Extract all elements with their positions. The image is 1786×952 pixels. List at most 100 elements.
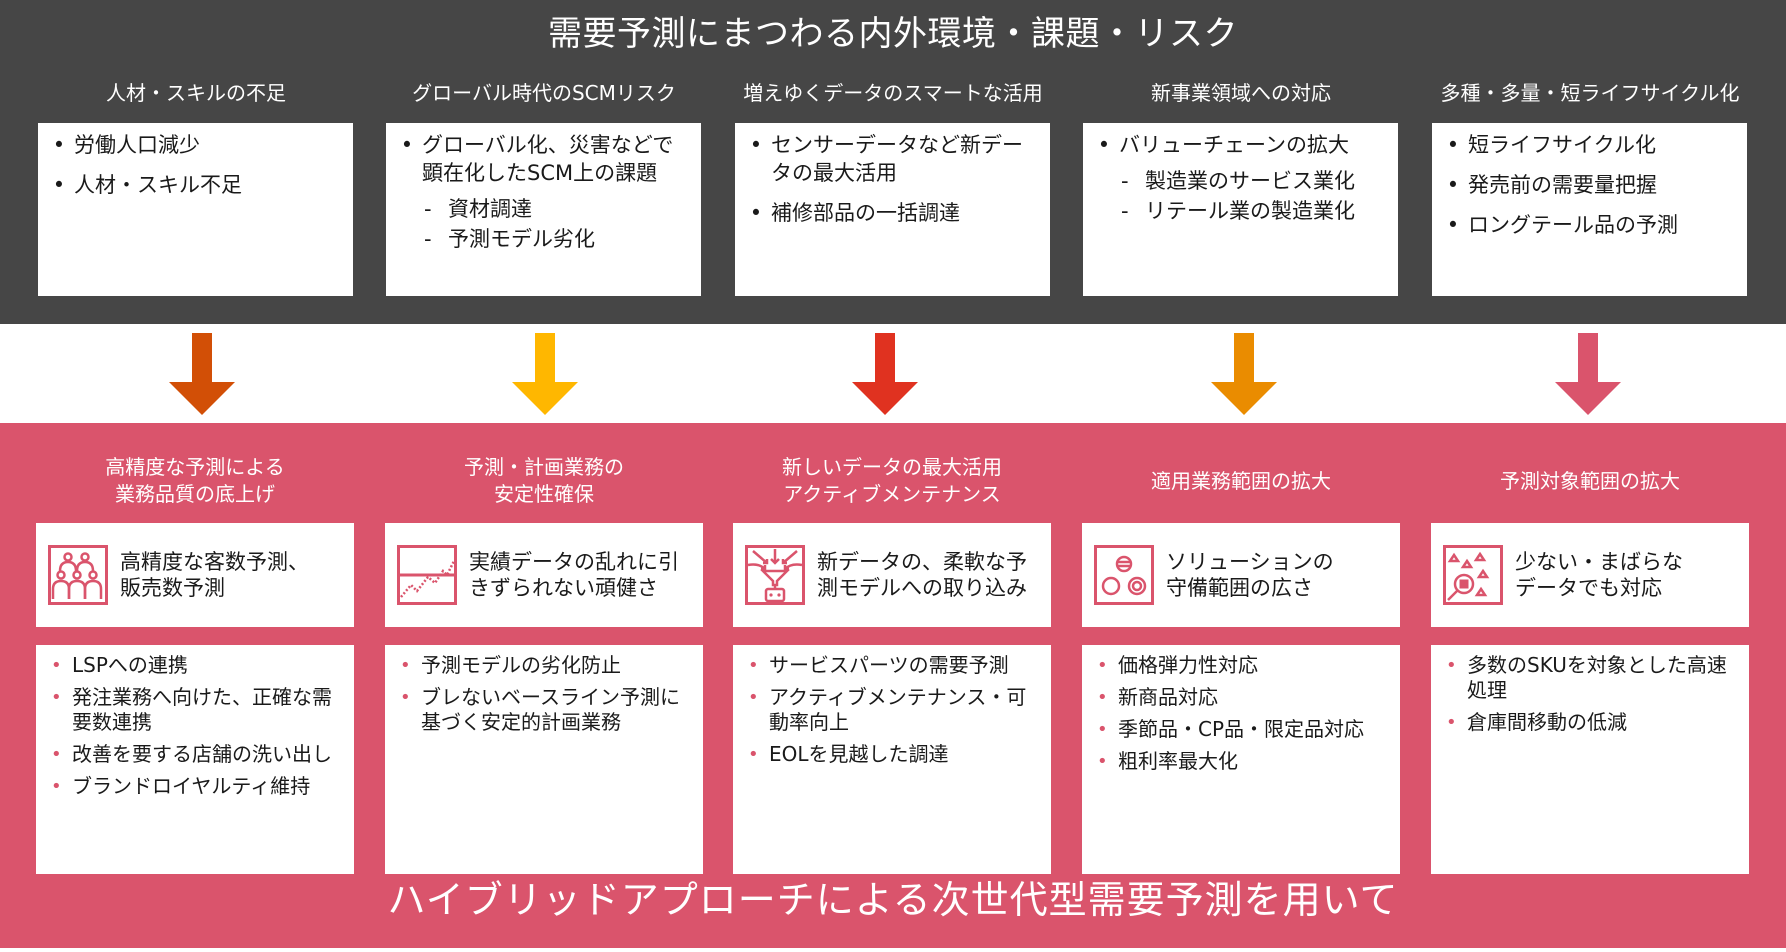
bullet-icon: •: [1097, 719, 1108, 740]
challenge-item: •労働人口減少: [52, 133, 200, 157]
solution-title: 適用業務範囲の拡大: [1151, 468, 1331, 493]
bullet-icon: •: [1446, 655, 1457, 676]
challenge-item: •短ライフサイクル化: [1446, 133, 1656, 157]
detail-box: •LSPへの連携 •発注業務へ向けた、正確な需要数連携 •改善を要する店舗の洗い…: [36, 645, 354, 874]
detail-item: •改善を要する店舗の洗い出し: [51, 742, 332, 766]
bullet-icon: •: [52, 173, 66, 197]
dash-icon: -: [1121, 199, 1129, 223]
challenge-title: 多種・多量・短ライフサイクル化: [1440, 81, 1740, 105]
challenge-box: •センサーデータなど新データの最大活用 •補修部品の一括調達: [735, 123, 1050, 296]
solution-circles-icon: [1094, 545, 1154, 605]
challenge-subitem: -予測モデル劣化: [424, 227, 595, 251]
bullet-icon: •: [51, 776, 62, 797]
people-group-icon: [48, 545, 108, 605]
arrow-down-icon: [1555, 333, 1621, 415]
bullet-icon: •: [1097, 751, 1108, 772]
arrow-down-icon: [1211, 333, 1277, 415]
bullet-icon: •: [1446, 133, 1460, 157]
challenge-box: •バリューチェーンの拡大 -製造業のサービス業化 -リテール業の製造業化: [1083, 123, 1398, 296]
detail-item: •多数のSKUを対象とした高速処理: [1446, 653, 1727, 702]
detail-box: •予測モデルの劣化防止 •ブレないベースライン予測に基づく安定的計画業務: [385, 645, 703, 874]
feature-box: ソリューションの守備範囲の広さ: [1082, 523, 1400, 627]
footer-text: ハイブリッドアプローチによる次世代型需要予測を用いて: [387, 878, 1399, 922]
detail-box: •サービスパーツの需要予測 •アクティブメンテナンス・可動率向上 •EOLを見越…: [733, 645, 1051, 874]
challenge-item: •人材・スキル不足: [52, 173, 242, 197]
detail-item: •予測モデルの劣化防止: [400, 653, 621, 677]
detail-item: •倉庫間移動の低減: [1446, 710, 1627, 734]
main-title: 需要予測にまつわる内外環境・課題・リスク: [548, 14, 1238, 54]
arrow-down-icon: [512, 333, 578, 415]
bullet-icon: •: [749, 201, 763, 225]
bullet-icon: •: [400, 655, 411, 676]
challenge-box: •グローバル化、災害などで顕在化したSCM上の課題 -資材調達 -予測モデル劣化: [386, 123, 701, 296]
challenge-title: 増えゆくデータのスマートな活用: [743, 81, 1043, 105]
detail-item: •EOLを見越した調達: [748, 742, 949, 766]
bullet-icon: •: [1446, 712, 1457, 733]
challenge-title: 新事業領域への対応: [1151, 81, 1331, 105]
feature-text: 新データの、柔軟な予測モデルへの取り込み: [817, 550, 1027, 600]
bullet-icon: •: [51, 655, 62, 676]
detail-item: •ブレないベースライン予測に基づく安定的計画業務: [400, 685, 680, 734]
feature-box: 少ない・まばらなデータでも対応: [1431, 523, 1749, 627]
bullet-icon: •: [748, 655, 759, 676]
challenge-box: •短ライフサイクル化 •発売前の需要量把握 •ロングテール品の予測: [1432, 123, 1747, 296]
dash-icon: -: [424, 227, 432, 251]
solutions-section: 高精度な予測による業務品質の底上げ 高精度な客数予測、販売数予測 •LSPへの連…: [0, 423, 1786, 948]
detail-item: •季節品・CP品・限定品対応: [1097, 717, 1365, 741]
feature-text: ソリューションの守備範囲の広さ: [1166, 550, 1334, 600]
bullet-icon: •: [51, 744, 62, 765]
bullet-icon: •: [1446, 173, 1460, 197]
challenge-item: •ロングテール品の予測: [1446, 213, 1678, 237]
detail-item: •発注業務へ向けた、正確な需要数連携: [51, 685, 332, 734]
line-chart-icon: [397, 545, 457, 605]
bullet-icon: •: [52, 133, 66, 157]
arrow-down-icon: [169, 333, 235, 415]
dash-icon: -: [424, 197, 432, 221]
bullet-icon: •: [1097, 133, 1111, 157]
bullet-icon: •: [748, 744, 759, 765]
feature-box: 実績データの乱れに引きずられない頑健さ: [385, 523, 703, 627]
detail-item: •ブランドロイヤルティ維持: [51, 774, 311, 798]
dash-icon: -: [1121, 169, 1129, 193]
challenge-box: •労働人口減少 •人材・スキル不足: [38, 123, 353, 296]
solution-title: 予測・計画業務の安定性確保: [464, 455, 624, 506]
bullet-icon: •: [400, 687, 411, 708]
detail-box: •多数のSKUを対象とした高速処理 •倉庫間移動の低減: [1431, 645, 1749, 874]
bullet-icon: •: [51, 687, 62, 708]
bullet-icon: •: [1446, 213, 1460, 237]
challenge-item: •バリューチェーンの拡大: [1097, 133, 1349, 157]
feature-box: 高精度な客数予測、販売数予測: [36, 523, 354, 627]
solution-title: 高精度な予測による業務品質の底上げ: [105, 455, 285, 506]
detail-item: •粗利率最大化: [1097, 749, 1238, 773]
feature-text: 実績データの乱れに引きずられない頑健さ: [469, 550, 679, 600]
bullet-icon: •: [1097, 655, 1108, 676]
challenge-item: •補修部品の一括調達: [749, 201, 960, 225]
challenge-subitem: -リテール業の製造業化: [1121, 199, 1355, 223]
detail-box: •価格弾力性対応 •新商品対応 •季節品・CP品・限定品対応 •粗利率最大化: [1082, 645, 1400, 874]
bullet-icon: •: [748, 687, 759, 708]
challenge-subitem: -製造業のサービス業化: [1121, 169, 1355, 193]
detail-item: •アクティブメンテナンス・可動率向上: [748, 685, 1027, 734]
challenge-item: •発売前の需要量把握: [1446, 173, 1657, 197]
solution-title: 予測対象範囲の拡大: [1500, 468, 1680, 493]
solution-title: 新しいデータの最大活用アクティブメンテナンス: [782, 455, 1002, 506]
detail-item: •新商品対応: [1097, 685, 1218, 709]
challenges-section: 需要予測にまつわる内外環境・課題・リスク 人材・スキルの不足 •労働人口減少 •…: [0, 0, 1786, 324]
bullet-icon: •: [749, 133, 763, 157]
detail-item: •価格弾力性対応: [1097, 653, 1258, 677]
challenge-title: グローバル時代のSCMリスク: [412, 81, 676, 105]
challenge-subitem: -資材調達: [424, 197, 532, 221]
detail-item: •サービスパーツの需要予測: [748, 653, 1009, 677]
feature-text: 高精度な客数予測、販売数予測: [120, 550, 309, 600]
data-funnel-robot-icon: [745, 545, 805, 605]
bullet-icon: •: [400, 133, 414, 157]
feature-box: 新データの、柔軟な予測モデルへの取り込み: [733, 523, 1051, 627]
challenge-title: 人材・スキルの不足: [106, 81, 286, 105]
challenge-item: •グローバル化、災害などで顕在化したSCM上の課題: [400, 133, 674, 185]
sparse-data-search-icon: [1443, 545, 1503, 605]
challenge-item: •センサーデータなど新データの最大活用: [749, 133, 1023, 185]
detail-item: •LSPへの連携: [51, 653, 188, 677]
bullet-icon: •: [1097, 687, 1108, 708]
arrow-down-icon: [852, 333, 918, 415]
feature-text: 少ない・まばらなデータでも対応: [1515, 550, 1683, 600]
